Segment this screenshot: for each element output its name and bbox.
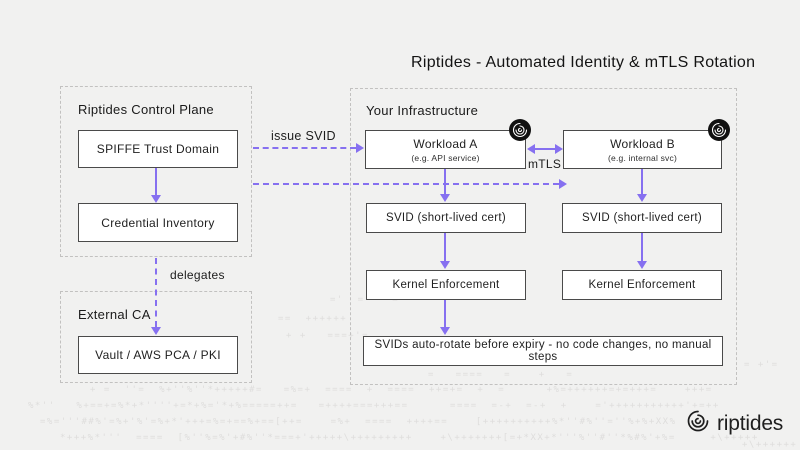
ascii-noise-line: +\++++++ xyxy=(742,440,798,450)
node-svid-b: SVID (short-lived cert) xyxy=(562,203,722,233)
riptides-logo-icon xyxy=(685,408,711,439)
node-svid-a: SVID (short-lived cert) xyxy=(366,203,526,233)
arrow-issue-svid-to-workload-b xyxy=(253,179,567,189)
arrow-mtls-between-workloads xyxy=(527,144,563,154)
fingerprint-badge-icon xyxy=(509,119,531,141)
arrow-workload-a-to-svid xyxy=(440,169,450,202)
node-kernel-a-label: Kernel Enforcement xyxy=(392,279,500,291)
riptides-wordmark: riptides xyxy=(717,411,784,435)
node-workload-b-subtitle: (e.g. internal svc) xyxy=(608,152,677,163)
node-vault-label: Vault / AWS PCA / PKI xyxy=(95,348,221,362)
edge-label-delegates: delegates xyxy=(170,268,225,282)
node-credential-inventory: Credential Inventory xyxy=(78,203,238,242)
node-svid-a-label: SVID (short-lived cert) xyxy=(385,212,506,224)
ascii-noise-line: %*'' %+==+=%*+*''''+=*+%='*+%=====++= =+… xyxy=(28,401,720,411)
node-kernel-b-label: Kernel Enforcement xyxy=(588,279,696,291)
node-workload-a-subtitle: (e.g. API service) xyxy=(411,152,480,163)
node-workload-a-title: Workload A xyxy=(413,136,478,151)
panel-infrastructure: Your Infrastructure xyxy=(350,88,737,385)
panel-external-ca-label: External CA xyxy=(78,307,151,322)
arrow-svid-b-to-kernel xyxy=(637,233,647,269)
ascii-noise-line: = +'= xyxy=(744,360,779,370)
node-workload-a: Workload A (e.g. API service) xyxy=(365,130,526,169)
arrow-svid-a-to-kernel xyxy=(440,233,450,269)
node-workload-b-title: Workload B xyxy=(610,136,675,151)
node-rotation-note: SVIDs auto-rotate before expiry - no cod… xyxy=(363,336,723,366)
ascii-noise-line: = ==== = + = xyxy=(428,370,574,380)
diagram-title: Riptides - Automated Identity & mTLS Rot… xyxy=(411,54,756,71)
ascii-noise-line: == ++++++ xyxy=(278,314,348,324)
node-kernel-enforcement-a: Kernel Enforcement xyxy=(366,270,526,300)
node-rotation-note-label: SVIDs auto-rotate before expiry - no cod… xyxy=(374,339,712,363)
fingerprint-badge-icon xyxy=(708,119,730,141)
ascii-noise-line: + = ''= %+''%''*+++++#= =%=+ ==== + ====… xyxy=(90,385,713,395)
node-spiffe-trust-domain: SPIFFE Trust Domain xyxy=(78,130,238,168)
ascii-noise-line: =%='''##%'=%+'%'=%+*'+++=%=+==%+==[++= =… xyxy=(40,417,677,427)
panel-control-plane: Riptides Control Plane xyxy=(60,86,252,257)
arrow-workload-b-to-svid xyxy=(637,169,647,202)
ascii-noise-line: =' = ' = xyxy=(330,295,400,305)
node-workload-b: Workload B (e.g. internal svc) xyxy=(563,130,722,169)
panel-infrastructure-label: Your Infrastructure xyxy=(366,103,479,118)
arrow-issue-svid-to-workload-a xyxy=(253,143,364,153)
arrow-kernel-a-to-note xyxy=(440,300,450,335)
node-credential-label: Credential Inventory xyxy=(101,215,215,230)
node-vault-aws-pca-pki: Vault / AWS PCA / PKI xyxy=(78,336,238,374)
arrow-delegates-to-external-ca xyxy=(151,258,161,335)
ascii-noise-line: + + ===+'= xyxy=(286,331,370,341)
ascii-noise-line: *+++%*''' ==== [%''%=%'+#%''*===+'+++++\… xyxy=(60,433,759,443)
node-kernel-enforcement-b: Kernel Enforcement xyxy=(562,270,722,300)
edge-label-mtls: mTLS xyxy=(528,157,562,171)
node-spiffe-label: SPIFFE Trust Domain xyxy=(96,142,220,156)
riptides-logo: riptides xyxy=(685,408,783,439)
panel-control-plane-label: Riptides Control Plane xyxy=(78,102,214,117)
edge-label-issue-svid: issue SVID xyxy=(271,129,336,143)
arrow-spiffe-to-credential xyxy=(151,168,161,203)
node-svid-b-label: SVID (short-lived cert) xyxy=(581,212,702,224)
